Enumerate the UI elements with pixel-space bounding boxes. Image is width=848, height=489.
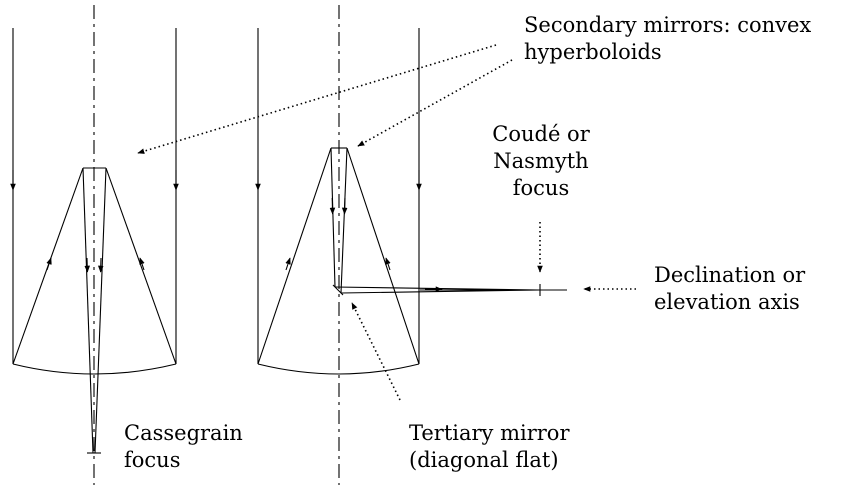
- coude-label-line1: Coudé or: [492, 122, 590, 146]
- cassegrain-label-line1: Cassegrain: [124, 421, 243, 445]
- primary-mirror-right: [257, 363, 420, 375]
- coude-nasmyth-label: Coudé or Nasmyth focus: [470, 121, 612, 202]
- declination-label-line2: elevation axis: [654, 290, 800, 314]
- declination-label-line1: Declination or: [654, 263, 806, 287]
- pointer-secondary-left: [137, 44, 497, 154]
- tertiary-mirror-label: Tertiary mirror (diagonal flat): [409, 420, 569, 474]
- nasmyth-arrows: [255, 170, 443, 292]
- cassegrain-arrows: [10, 170, 179, 273]
- reflected-ray-right-b: [346, 147, 420, 365]
- secondary-label-line2: hyperboloids: [524, 40, 662, 64]
- secondary-label-line1: Secondary mirrors: convex: [524, 13, 812, 37]
- coude-label-line2: Nasmyth: [493, 149, 589, 173]
- reflected-ray-left-b: [105, 167, 177, 365]
- tertiary-label-line1: Tertiary mirror: [409, 421, 570, 445]
- focus-ray-left-b: [94, 167, 107, 454]
- nasmyth-telescope: [257, 5, 567, 485]
- cassegrain-telescope: [12, 5, 177, 485]
- focus-ray-left-a: [82, 167, 94, 454]
- pointer-tertiary: [351, 302, 401, 401]
- tertiary-label-line2: (diagonal flat): [409, 448, 559, 472]
- secondary-mirrors-label: Secondary mirrors: convex hyperboloids: [524, 12, 811, 66]
- down-ray-right-b: [340, 147, 348, 294]
- pointer-arrows: [137, 44, 636, 401]
- declination-axis-label: Declination or elevation axis: [654, 262, 805, 316]
- coude-label-line3: focus: [512, 176, 570, 200]
- reflected-ray-right-a: [257, 147, 332, 365]
- cassegrain-label-line2: focus: [124, 448, 181, 472]
- down-ray-right-a: [330, 147, 336, 288]
- cassegrain-focus-label: Cassegrain focus: [124, 420, 243, 474]
- primary-mirror-left: [12, 363, 177, 375]
